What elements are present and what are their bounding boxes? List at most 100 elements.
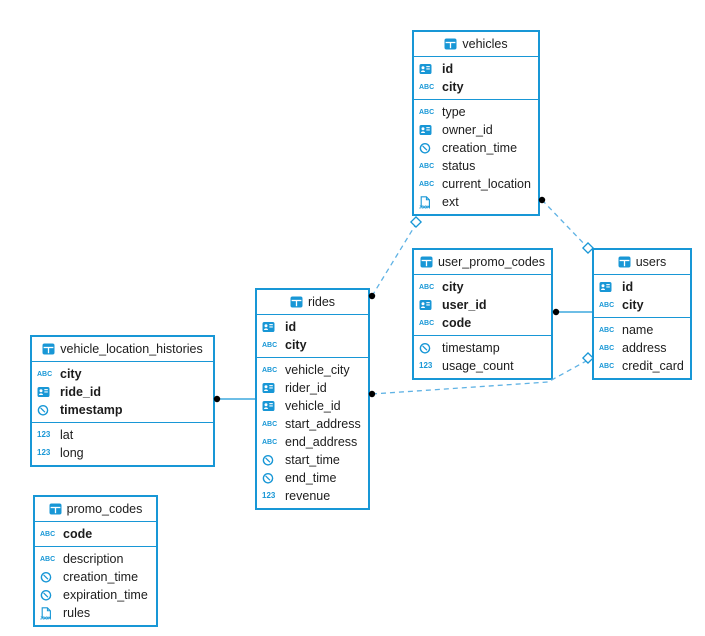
field-row[interactable]: ABC description	[35, 550, 156, 568]
table-promo-codes[interactable]: promo_codes ABC code ABC description cre…	[33, 495, 158, 627]
field-row[interactable]: id	[414, 60, 538, 78]
field-label: name	[622, 323, 654, 337]
number-type-icon: 123	[37, 430, 51, 439]
field-label: timestamp	[60, 403, 123, 417]
table-user-promo-codes[interactable]: user_promo_codes ABC city user_id ABC co…	[412, 248, 553, 380]
field-row[interactable]: ABC credit_card	[594, 357, 690, 375]
field-row[interactable]: rules	[35, 604, 156, 622]
field-label: description	[63, 552, 124, 566]
table-header[interactable]: users	[594, 250, 690, 275]
field-row[interactable]: ABC code	[35, 525, 156, 543]
field-label: city	[60, 367, 82, 381]
field-label: rules	[63, 606, 91, 620]
field-row[interactable]: ABC city	[257, 336, 368, 354]
table-header[interactable]: promo_codes	[35, 497, 156, 522]
field-row[interactable]: ABC end_address	[257, 433, 368, 451]
field-label: long	[60, 446, 84, 460]
field-row[interactable]: ABC status	[414, 157, 538, 175]
field-row[interactable]: ride_id	[32, 383, 213, 401]
string-type-icon: ABC	[40, 530, 56, 538]
field-label: vehicle_city	[285, 363, 350, 377]
field-label: end_address	[285, 435, 358, 449]
field-row[interactable]: id	[594, 278, 690, 296]
json-document-icon	[419, 196, 437, 209]
field-row[interactable]: ABC type	[414, 103, 538, 121]
field-row[interactable]: creation_time	[414, 139, 538, 157]
clock-icon	[262, 454, 280, 466]
person-card-icon	[419, 63, 437, 75]
field-row[interactable]: ABC city	[32, 365, 213, 383]
string-type-icon: ABC	[419, 319, 435, 327]
field-row[interactable]: timestamp	[32, 401, 213, 419]
field-row[interactable]: start_time	[257, 451, 368, 469]
field-row[interactable]: ABC city	[414, 278, 551, 296]
table-header[interactable]: vehicles	[414, 32, 538, 57]
table-icon	[444, 38, 457, 50]
table-title: promo_codes	[66, 502, 143, 516]
json-document-icon	[40, 607, 58, 620]
table-rides[interactable]: rides id ABC city ABC vehicle_city rider…	[255, 288, 370, 510]
number-type-icon: 123	[37, 448, 51, 457]
field-label: type	[442, 105, 466, 119]
pk-section: id ABC city	[414, 57, 538, 99]
field-label: lat	[60, 428, 74, 442]
relation-line-rides-vehicles[interactable]	[371, 223, 417, 297]
field-row[interactable]: timestamp	[414, 339, 551, 357]
field-row[interactable]: expiration_time	[35, 586, 156, 604]
field-row[interactable]: ABC address	[594, 339, 690, 357]
field-row[interactable]: vehicle_id	[257, 397, 368, 415]
relation-line-vehicles-users[interactable]	[541, 199, 589, 249]
field-row[interactable]: ABC code	[414, 314, 551, 332]
table-header[interactable]: rides	[257, 290, 368, 315]
field-row[interactable]: end_time	[257, 469, 368, 487]
field-row[interactable]: ABC city	[594, 296, 690, 314]
field-row[interactable]: user_id	[414, 296, 551, 314]
clock-icon	[37, 404, 55, 416]
fields-section: ABC description creation_time expiration…	[35, 546, 156, 625]
string-type-icon: ABC	[262, 420, 278, 428]
field-label: city	[285, 338, 307, 352]
field-label: current_location	[442, 177, 531, 191]
table-header[interactable]: vehicle_location_histories	[32, 337, 213, 362]
field-row[interactable]: owner_id	[414, 121, 538, 139]
fields-section: ABC name ABC address ABC credit_card	[594, 317, 690, 378]
field-row[interactable]: id	[257, 318, 368, 336]
table-icon	[290, 296, 303, 308]
string-type-icon: ABC	[40, 555, 56, 563]
field-row[interactable]: rider_id	[257, 379, 368, 397]
field-row[interactable]: ABC name	[594, 321, 690, 339]
person-card-icon	[37, 386, 55, 398]
clock-icon	[419, 342, 437, 354]
table-title: vehicles	[462, 37, 508, 51]
table-users[interactable]: users id ABC city ABC name ABC address A…	[592, 248, 692, 380]
field-row[interactable]: 123 usage_count	[414, 357, 551, 375]
person-card-icon	[262, 382, 280, 394]
string-type-icon: ABC	[599, 362, 615, 370]
table-title: users	[635, 255, 667, 269]
field-row[interactable]: creation_time	[35, 568, 156, 586]
table-title: user_promo_codes	[437, 255, 545, 269]
field-row[interactable]: 123 lat	[32, 426, 213, 444]
string-type-icon: ABC	[419, 83, 435, 91]
table-vehicle-location-histories[interactable]: vehicle_location_histories ABC city ride…	[30, 335, 215, 467]
field-row[interactable]: 123 long	[32, 444, 213, 462]
field-row[interactable]: ABC current_location	[414, 175, 538, 193]
clock-icon	[40, 589, 58, 601]
field-label: city	[442, 80, 464, 94]
field-row[interactable]: ABC vehicle_city	[257, 361, 368, 379]
field-row[interactable]: ABC city	[414, 78, 538, 96]
fields-section: ABC type owner_id creation_time ABC stat…	[414, 99, 538, 214]
table-header[interactable]: user_promo_codes	[414, 250, 551, 275]
table-icon	[618, 256, 631, 268]
field-row[interactable]: ABC start_address	[257, 415, 368, 433]
field-label: revenue	[285, 489, 331, 503]
field-row[interactable]: ext	[414, 193, 538, 211]
string-type-icon: ABC	[599, 326, 615, 334]
relation-line-rides-users[interactable]	[371, 359, 589, 395]
field-label: usage_count	[442, 359, 514, 373]
field-row[interactable]: 123 revenue	[257, 487, 368, 505]
field-label: expiration_time	[63, 588, 148, 602]
table-vehicles[interactable]: vehicles id ABC city ABC type owner_id	[412, 30, 540, 216]
string-type-icon: ABC	[37, 370, 53, 378]
